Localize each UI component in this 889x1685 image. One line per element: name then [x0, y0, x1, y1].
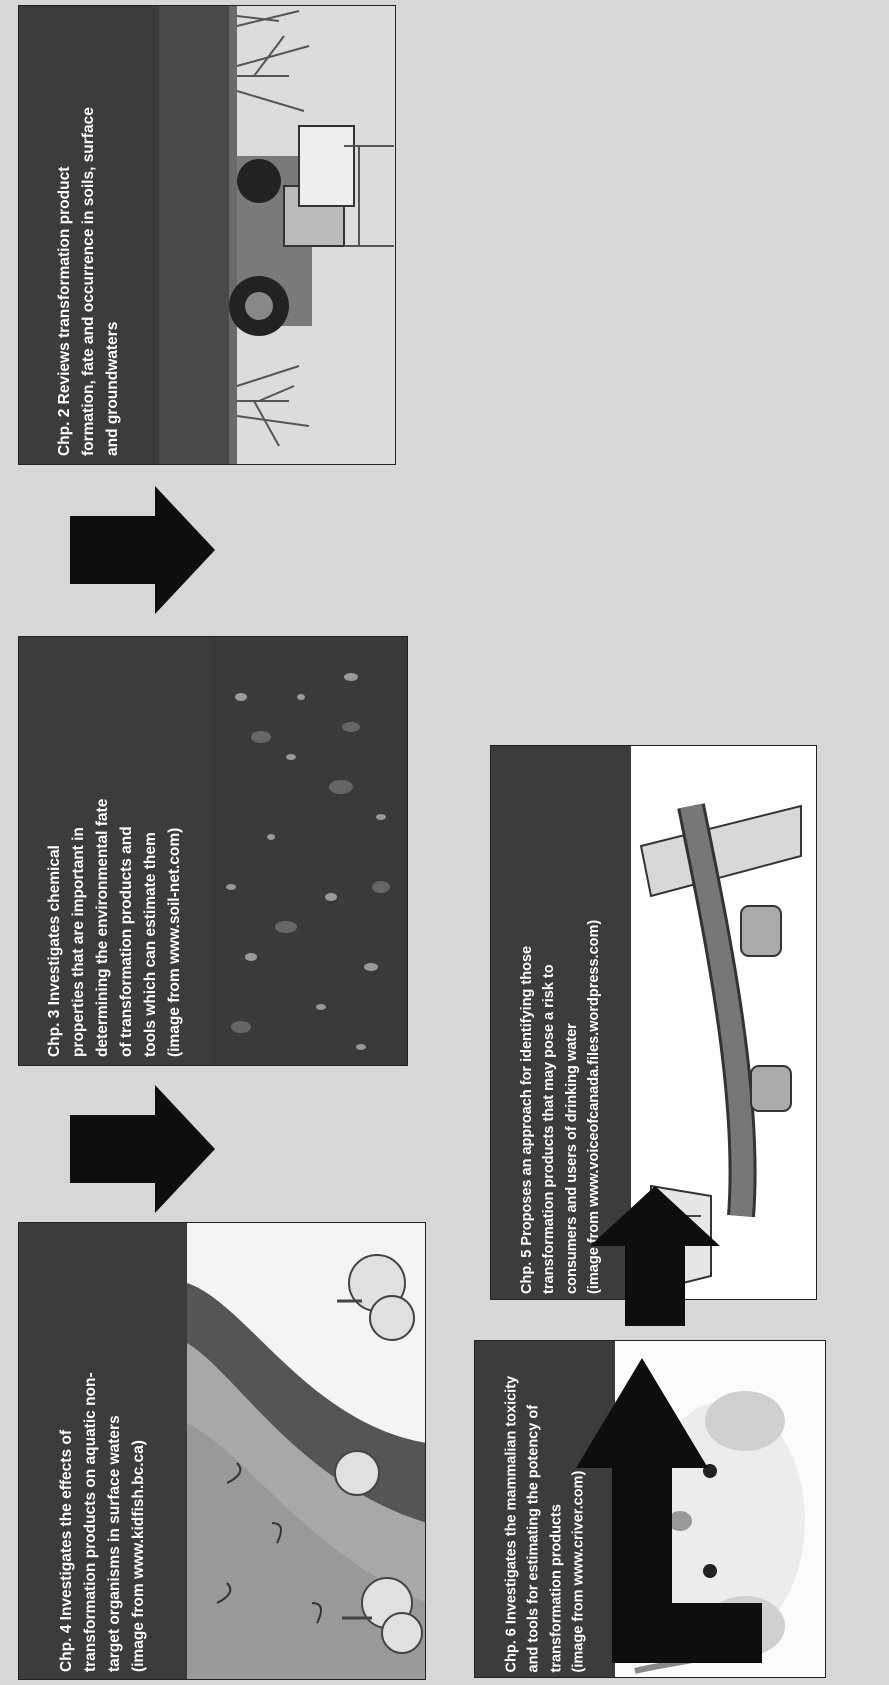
arrow-chp5-to-chp6	[590, 1186, 720, 1326]
soil-surface-photo	[211, 637, 408, 1066]
arrow-chp4-to-chp5	[576, 1358, 762, 1663]
arrow-chp2-to-chp3	[70, 486, 215, 614]
chapter-3-panel: Chp. 3 Investigates chemical properties …	[18, 636, 408, 1066]
chapter-3-caption: Chp. 3 Investigates chemical properties …	[43, 647, 187, 1057]
tractor-spraying-field-photo	[159, 6, 396, 465]
chapter-2-panel: Chp. 2 Reviews transformation product fo…	[18, 5, 396, 465]
chapter-4-panel: Chp. 4 Investigates the effects of trans…	[18, 1222, 426, 1680]
chapter-2-caption: Chp. 2 Reviews transformation product fo…	[53, 16, 125, 456]
chapter-4-caption-box: Chp. 4 Investigates the effects of trans…	[19, 1223, 187, 1680]
arrow-chp3-to-chp4	[70, 1085, 215, 1213]
chapter-2-caption-box: Chp. 2 Reviews transformation product fo…	[19, 6, 159, 465]
river-cartoon	[187, 1223, 426, 1680]
chapter-4-caption: Chp. 4 Investigates the effects of trans…	[55, 1232, 151, 1672]
chapter-3-caption-box: Chp. 3 Investigates chemical properties …	[19, 637, 211, 1066]
